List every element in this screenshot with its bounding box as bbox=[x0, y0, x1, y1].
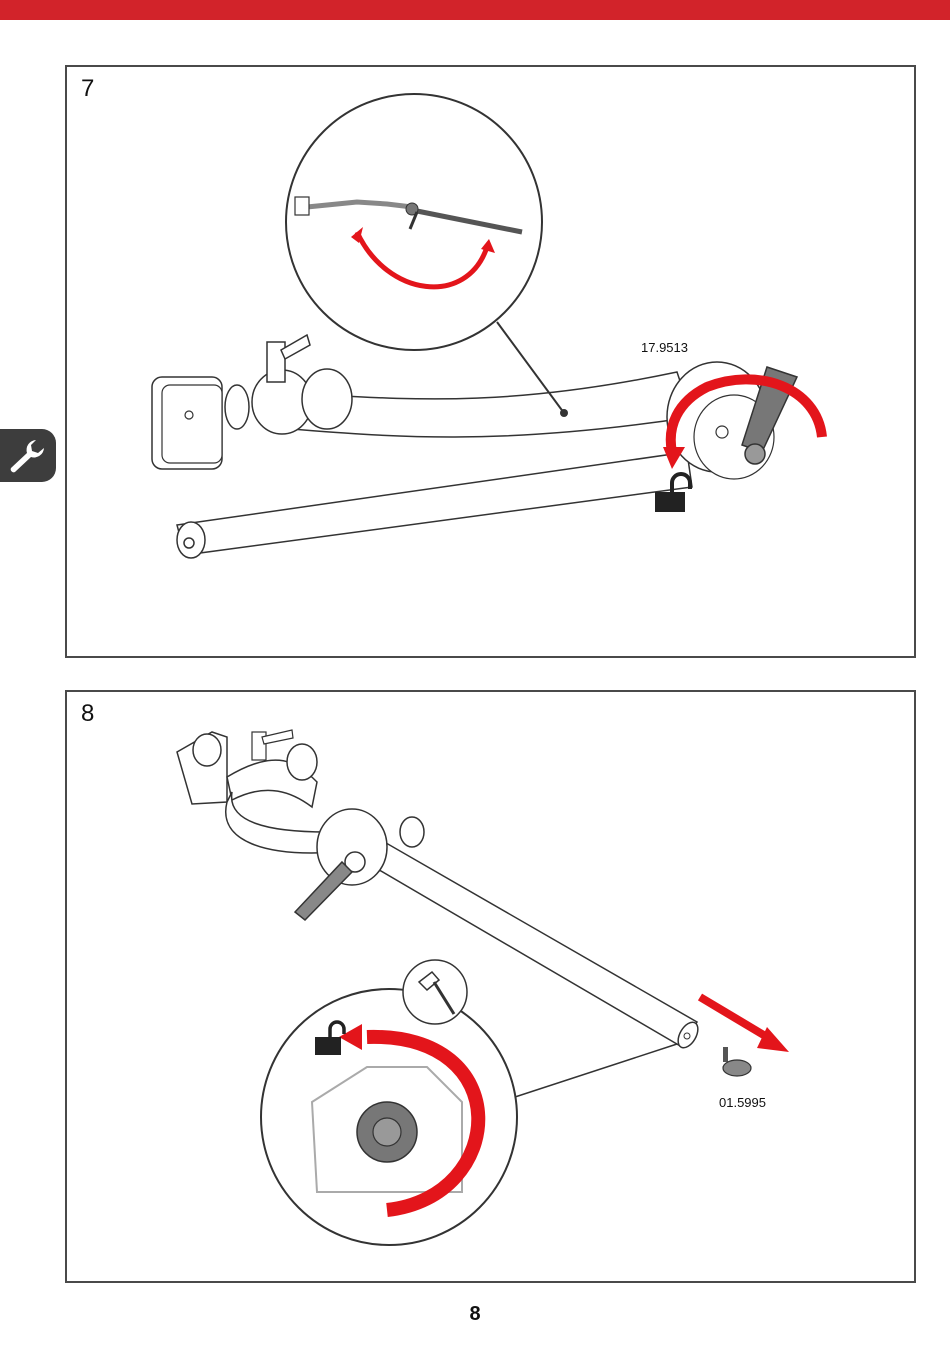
page-number: 8 bbox=[0, 1303, 950, 1326]
step-8-illustration bbox=[67, 692, 914, 1281]
step-7-illustration bbox=[67, 67, 914, 656]
part-label: 17.9513 bbox=[641, 340, 688, 355]
step-8-panel: 8 bbox=[65, 690, 916, 1283]
hex-key-icon bbox=[403, 960, 467, 1024]
header-bar bbox=[0, 0, 950, 20]
step-7-panel: 7 bbox=[65, 65, 916, 658]
pull-arrow-icon bbox=[700, 997, 789, 1052]
wrench-icon bbox=[6, 435, 50, 477]
tools-tab bbox=[0, 429, 56, 482]
part-label: 01.5995 bbox=[719, 1095, 766, 1110]
